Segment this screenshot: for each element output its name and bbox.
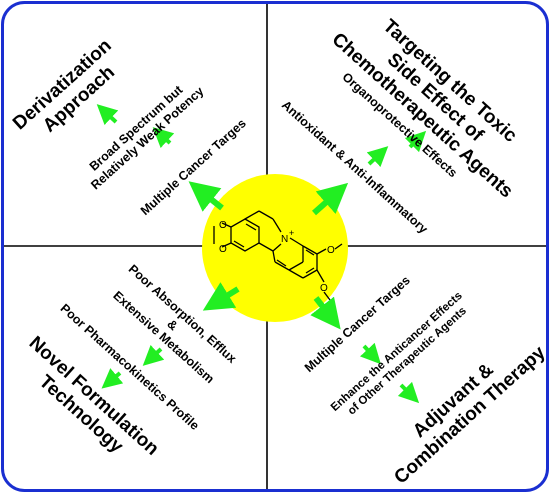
arrow-top-right-to-title	[404, 130, 427, 153]
atom-o-4: O	[320, 283, 328, 294]
arrow-bottom-left-to-title	[101, 368, 124, 389]
atom-charge: +	[289, 228, 294, 238]
arrow-top-right-middle	[366, 146, 389, 168]
atom-o-2: O	[219, 244, 227, 255]
arrow-center-to-top-left	[188, 181, 224, 212]
arrow-center-to-top-right	[312, 182, 349, 216]
atom-o-3: O	[327, 245, 335, 256]
molecule-atom-labels: O O N + O O	[219, 220, 335, 294]
arrow-bottom-right-to-title	[397, 381, 420, 404]
arrow-bottom-right-middle	[359, 342, 381, 365]
arrow-center-to-bottom-right	[310, 296, 341, 330]
atom-n: N	[281, 234, 288, 245]
atom-o-1: O	[219, 220, 227, 231]
arrow-bottom-left-middle	[142, 344, 165, 366]
berberine-structure	[213, 210, 343, 301]
arrow-center-to-bottom-left	[202, 282, 240, 311]
arrows	[96, 104, 427, 404]
center-circle	[202, 174, 348, 322]
arrow-top-left-middle	[152, 127, 175, 149]
arrow-top-left-to-title	[96, 104, 119, 126]
